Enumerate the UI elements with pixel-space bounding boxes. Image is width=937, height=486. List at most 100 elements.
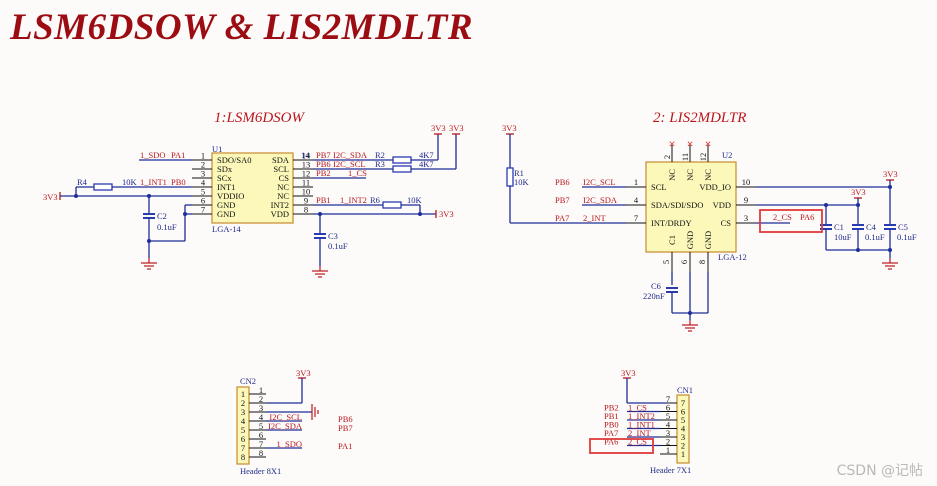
port-pb0: PB0 — [171, 177, 186, 187]
cn1-net-label: 1_CS — [628, 403, 647, 413]
r4-value: 10K — [122, 177, 138, 187]
net-2-cs: 2_CS — [773, 212, 792, 222]
cn2-pin-num: 6 — [259, 430, 263, 440]
power-3v3-r3: 3V3 — [449, 123, 464, 133]
cn2-pin-num: 8 — [259, 448, 263, 458]
cn1-port-label: PB2 — [604, 403, 619, 413]
u1-pin-name: NC — [277, 191, 289, 201]
cn2-pin-num: 1 — [259, 385, 263, 395]
cn1-pin-num: 4 — [666, 420, 671, 430]
no-connect-x-icon: ✕ — [704, 139, 711, 149]
u2-pin-num: 7 — [634, 213, 638, 223]
cn2-pin-index: 1 — [241, 389, 245, 399]
power-3v3-r1: 3V3 — [502, 123, 517, 133]
r2-resistor — [392, 156, 412, 164]
ground-icon — [140, 257, 158, 270]
c1-value: 10uF — [834, 232, 852, 242]
svg-text:14: 14 — [301, 150, 310, 160]
cn1-pin-num: 7 — [666, 394, 670, 404]
r6-value: 10K — [407, 195, 423, 205]
ground-icon — [681, 319, 699, 332]
c2-value: 0.1uF — [157, 222, 177, 232]
u1-pin-num: 5 — [201, 187, 205, 197]
schematic-title: LSM6DSOW & LIS2MDLTR — [10, 7, 474, 48]
u1-pin-name: SCx — [217, 173, 232, 183]
r1-value: 10K — [514, 177, 530, 187]
section-title-lsm6dsow: 1:LSM6DSOW — [214, 110, 305, 126]
cn1-pin-num: 6 — [666, 403, 670, 413]
u1-pin-num: 9 — [304, 196, 308, 206]
net-1-sdo: 1_SDO — [140, 150, 166, 160]
u2-body — [645, 161, 737, 253]
cn2-port-label: PB6 — [338, 414, 353, 424]
cn1-pin-num: 1 — [666, 445, 670, 455]
cn1-name: Header 7X1 — [650, 465, 691, 475]
c4-ref: C4 — [866, 222, 877, 232]
c1-ref: C1 — [834, 222, 844, 232]
cn1-pin-num: 2 — [666, 437, 670, 447]
power-3v3-r2: 3V3 — [431, 123, 446, 133]
u2-ref: U2 — [722, 150, 732, 160]
cn2-pin-num: 3 — [259, 403, 263, 413]
u1-pin-name: VDD — [271, 209, 289, 219]
u1-body — [211, 152, 294, 224]
cn1-pin-index: 5 — [681, 415, 685, 425]
u2-pin-name: SDA/SDI/SDO — [651, 200, 703, 210]
u1-pin-name: SCL — [273, 164, 289, 174]
c3-ref: C3 — [328, 231, 338, 241]
cn1-pin-num: 3 — [666, 428, 670, 438]
r6-resistor — [382, 201, 402, 209]
u1-pin-num: 7 — [201, 205, 205, 215]
u2-pin-name: NC — [685, 169, 695, 181]
cn2-port-label: PB7 — [338, 423, 353, 433]
port-pa1: PA1 — [171, 150, 185, 160]
cn1-ref: CN1 — [677, 385, 693, 395]
power-3v3-left: 3V3 — [43, 192, 58, 202]
r1-resistor — [506, 167, 514, 187]
port-pb1: PB1 — [316, 195, 331, 205]
u1-pin-num: 11 — [302, 178, 310, 188]
c5-ref: C5 — [898, 222, 908, 232]
u2-pin-num: 1 — [634, 177, 638, 187]
cn1-port-label: PB1 — [604, 411, 619, 421]
r3-ref: R3 — [375, 159, 385, 169]
no-connect-x-icon: ✕ — [668, 139, 675, 149]
cn1-port-label: PA7 — [604, 428, 618, 438]
u1-pin-name: SDx — [217, 164, 233, 174]
r2-value: 4K7 — [419, 150, 434, 160]
u2-pin-name: VDD_IO — [699, 182, 731, 192]
cn2-name: Header 8X1 — [240, 466, 281, 476]
u1-pin-name: NC — [277, 182, 289, 192]
u2-port-label: PB7 — [555, 195, 570, 205]
power-3v3-vdd: 3V3 — [439, 209, 454, 219]
cn2-pin-index: 3 — [241, 407, 245, 417]
u2-pin-num: 9 — [744, 195, 748, 205]
pa6-highlight-box — [589, 438, 654, 454]
u1-pin-name: SDA — [272, 155, 290, 165]
net-i2c-sda: I2C_SDA — [333, 150, 368, 160]
u2-pin-name: NC — [667, 169, 677, 181]
cn2-net-label: 1_SDO — [276, 439, 302, 449]
cn2-pin-index: 4 — [241, 416, 246, 426]
u2-pin-num: 10 — [742, 177, 751, 187]
net-i2c-scl: I2C_SCL — [333, 159, 366, 169]
port-pb7: PB7 — [316, 150, 331, 160]
cn1-net-label: 2_CS — [628, 437, 647, 447]
port-pb6: PB6 — [316, 159, 331, 169]
cs-highlight-box — [759, 209, 823, 233]
u2-pin-name: GND — [703, 231, 713, 249]
u2-pin-name: NC — [703, 169, 713, 181]
cn1-net-label: 1_INT1 — [628, 420, 655, 430]
u2-pin-name: CS — [721, 218, 732, 228]
cn2-pin-num: 5 — [259, 421, 263, 431]
u2-pin-num: 6 — [679, 260, 689, 264]
power-3v3-vddio: 3V3 — [883, 169, 898, 179]
cn1-pin-index: 6 — [681, 407, 685, 417]
u1-pin-name: INT1 — [217, 182, 235, 192]
port-pa6: PA6 — [800, 212, 814, 222]
u2-pin-name: INT/DRDY — [651, 218, 692, 228]
cn2-pin-index: 6 — [241, 434, 245, 444]
u2-port-label: PB6 — [555, 177, 570, 187]
c6-value: 220nF — [643, 291, 665, 301]
